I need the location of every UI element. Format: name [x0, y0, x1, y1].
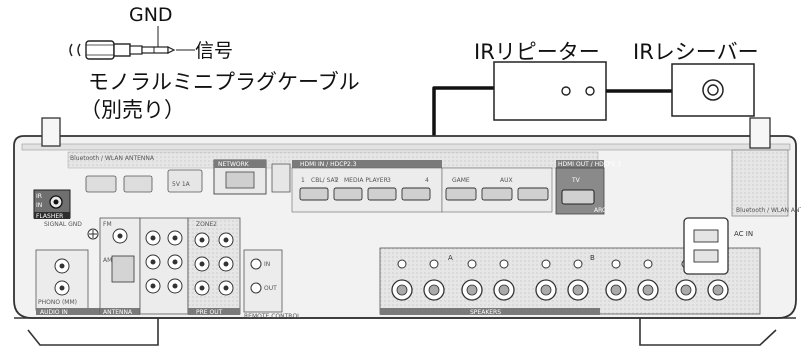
ir-receiver-label: IRレシーバー — [633, 40, 759, 64]
bt-antenna-left-label: Bluetooth / WLAN ANTENNA — [70, 155, 155, 162]
bt-antenna-right-label: Bluetooth / WLAN ANTENNA — [736, 207, 801, 214]
phono-label: PHONO (MM) — [38, 299, 77, 306]
am-label: AM — [103, 257, 112, 264]
network-label: NETWORK — [218, 161, 250, 168]
hdmi-input-game: GAME — [452, 177, 470, 184]
ir-receiver-device — [671, 63, 755, 117]
ir-repeater-device — [493, 61, 607, 121]
hdmi-out-label: HDMI OUT / HDCP2.3 — [558, 161, 621, 168]
arc-label: ARC — [594, 207, 606, 214]
cable-name-label: モノラルミニプラグケーブル — [88, 70, 360, 94]
hdmi-in-label: HDMI IN / HDCP2.3 — [300, 161, 357, 168]
hdmi-input-cbl-sat: CBL/ SAT — [311, 177, 338, 184]
zone2-label: ZONE2 — [196, 221, 217, 228]
speaker-a-label: A — [448, 254, 453, 262]
tv-label: TV — [571, 177, 581, 184]
hdmi-input-4: 4 — [425, 177, 429, 184]
audio-in-label: AUDIO IN — [40, 309, 68, 316]
remote-in-label: IN — [264, 261, 270, 268]
signal-label: 信号 — [195, 40, 234, 62]
hdmi-input-3: 3 — [387, 177, 391, 184]
remote-out-label: OUT — [264, 285, 277, 292]
receiver-rear-panel: Bluetooth / WLAN ANTENNA IR IN FLASHER B… — [13, 117, 801, 346]
speaker-b-label: B — [590, 254, 595, 262]
fm-label: FM — [103, 221, 112, 228]
speakers-label: SPEAKERS — [470, 309, 501, 316]
signal-gnd-label: SIGNAL GND — [44, 221, 82, 228]
ir-repeater-label: IRリピーター — [474, 40, 600, 64]
hdmi-input-1: 1 — [301, 177, 305, 184]
hdmi-input-media-player: MEDIA PLAYER — [344, 177, 388, 184]
flasher-label: FLASHER — [36, 213, 63, 220]
pre-out-label: PRE OUT — [196, 309, 223, 316]
ac-in-label: AC IN — [734, 230, 753, 238]
flasher-in-label: IN — [36, 202, 42, 209]
cable-note-label: （別売り） — [80, 98, 185, 122]
antenna-label: ANTENNA — [103, 309, 133, 316]
remote-control-label: REMOTE CONTROL — [244, 313, 301, 320]
flasher-ir-label: IR — [36, 193, 42, 200]
hdmi-input-2: 2 — [335, 177, 339, 184]
gnd-label: GND — [129, 4, 173, 26]
hdmi-input-aux: AUX — [500, 177, 513, 184]
mini-plug-illustration — [69, 26, 195, 60]
usb-label: 5V 1A — [172, 181, 191, 188]
